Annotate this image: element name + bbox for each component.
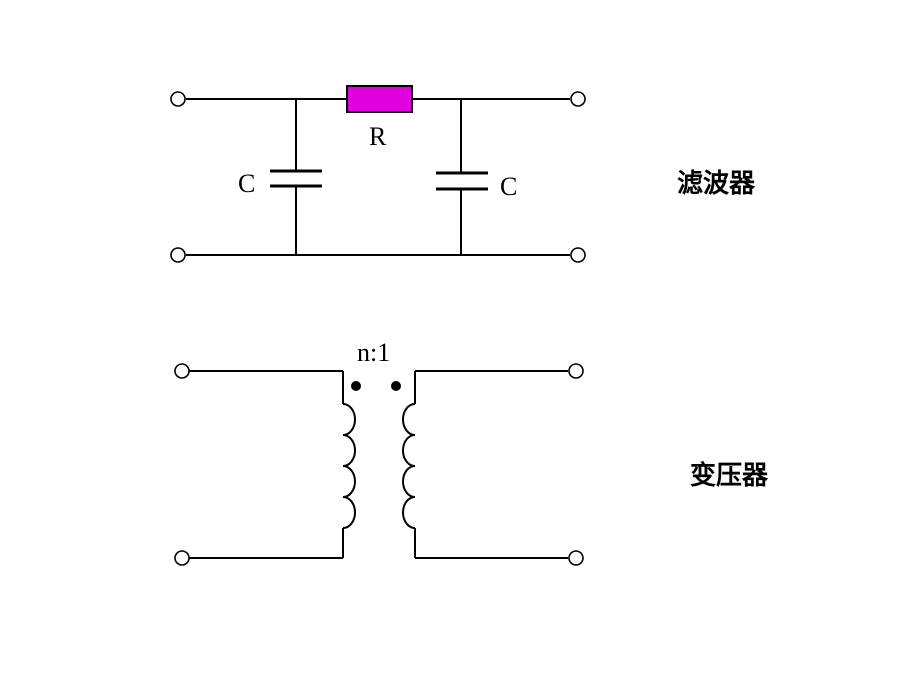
primary-coil (342, 403, 356, 529)
left-capacitor-label: C (238, 169, 255, 198)
filter-circuit: R C C (170, 85, 586, 263)
transformer-input-terminal-bottom (174, 550, 190, 566)
filter-output-terminal-top (570, 91, 586, 107)
primary-polarity-dot (351, 381, 361, 391)
filter-caption: 滤波器 (677, 169, 756, 199)
resistor-label: R (369, 122, 387, 151)
filter-input-terminal-top (170, 91, 186, 107)
right-capacitor-label: C (500, 172, 517, 201)
filter-input-terminal-bottom (170, 247, 186, 263)
transformer-output-terminal-bottom (568, 550, 584, 566)
secondary-polarity-dot (391, 381, 401, 391)
turns-ratio-label: n:1 (357, 338, 390, 367)
transformer-input-terminal-top (174, 363, 190, 379)
transformer-circuit: n:1 (174, 338, 584, 566)
resistor (346, 85, 413, 113)
secondary-coil (402, 403, 416, 529)
filter-output-terminal-bottom (570, 247, 586, 263)
transformer-caption: 变压器 (690, 461, 769, 491)
transformer-output-terminal-top (568, 363, 584, 379)
